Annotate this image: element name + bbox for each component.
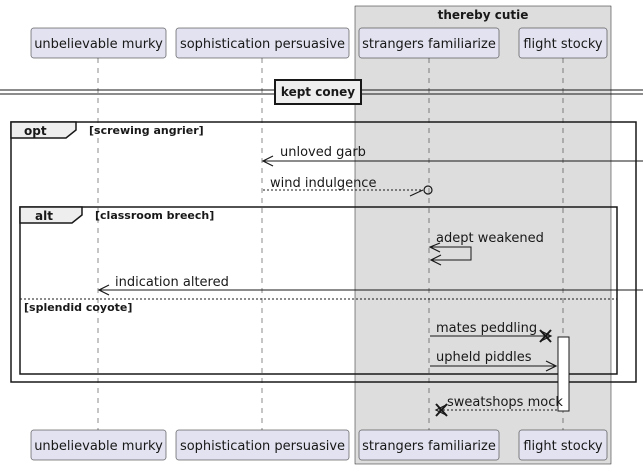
participant-label: flight stocky [523, 37, 603, 52]
message-label: mates peddling [436, 321, 537, 336]
message-mates-peddling: mates peddling [430, 321, 553, 343]
participant-label: flight stocky [523, 439, 603, 454]
participant-top-unbelievable-murky: unbelievable murky [30, 27, 167, 59]
fragment-alt-guard: [classroom breech] [95, 209, 214, 222]
message-label: indication altered [115, 275, 229, 290]
divider-label: kept coney [281, 85, 355, 99]
participant-bottom-unbelievable-murky: unbelievable murky [30, 429, 167, 461]
divider: kept coney [0, 79, 643, 105]
fragment-opt-keyword: opt [24, 124, 47, 138]
participant-top-sophistication-persuasive: sophistication persuasive [175, 27, 350, 59]
message-label: adept weakened [436, 231, 544, 246]
participant-label: unbelievable murky [34, 439, 163, 454]
participant-bottom-flight-stocky: flight stocky [518, 429, 608, 461]
message-indication-altered: indication altered [97, 275, 643, 296]
participant-label: sophistication persuasive [180, 37, 345, 52]
participant-top-flight-stocky: flight stocky [518, 27, 608, 59]
activation-bar-flight-stocky [557, 336, 570, 412]
participant-label: strangers familiarize [362, 37, 496, 52]
fragment-opt-guard: [screwing angrier] [89, 124, 204, 137]
box-title: thereby cutie [438, 8, 529, 22]
participant-label: sophistication persuasive [180, 439, 345, 454]
message-wind-indulgence: wind indulgence [263, 176, 433, 197]
fragment-opt: opt [screwing angrier] [10, 121, 637, 383]
participant-label: strangers familiarize [362, 439, 496, 454]
destroy-mark [435, 403, 448, 417]
fragment-alt-else-guard: [splendid coyote] [24, 301, 132, 314]
message-label: upheld piddles [436, 350, 532, 365]
message-adept-weakened: adept weakened [428, 231, 544, 266]
participant-top-strangers-familiarize: strangers familiarize [358, 27, 500, 59]
message-unloved-garb: unloved garb [261, 145, 643, 167]
message-label: unloved garb [280, 145, 366, 160]
destroy-mark [539, 329, 552, 343]
message-label: sweatshops mock [447, 395, 563, 410]
message-label: wind indulgence [270, 176, 376, 191]
participant-label: unbelievable murky [34, 37, 163, 52]
message-sweatshops-mock: sweatshops mock [434, 395, 563, 417]
fragment-alt-keyword: alt [35, 209, 53, 223]
message-upheld-piddles: upheld piddles [430, 350, 558, 372]
participant-bottom-strangers-familiarize: strangers familiarize [358, 429, 500, 461]
participant-bottom-sophistication-persuasive: sophistication persuasive [175, 429, 350, 461]
